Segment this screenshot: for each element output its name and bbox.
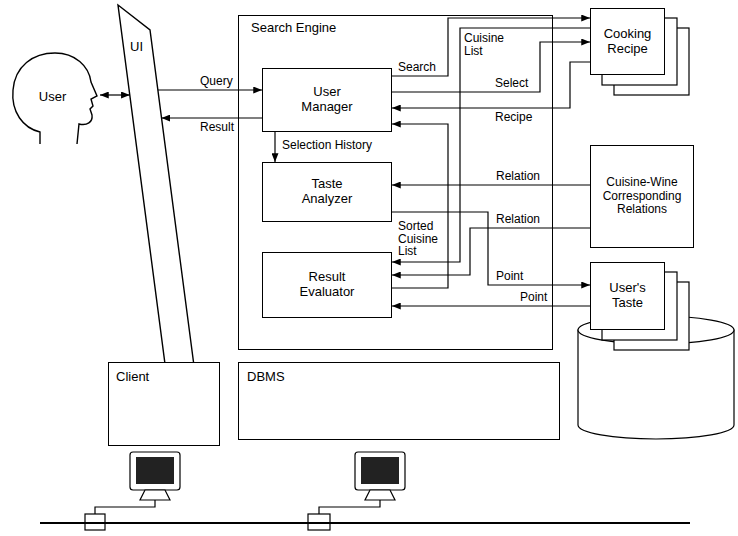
client-box: Client <box>108 362 220 446</box>
node-label: User's Taste <box>597 281 659 310</box>
connector-arrow <box>162 117 262 118</box>
node-label: DBMS <box>247 370 285 385</box>
edge-label: Recipe <box>495 111 532 124</box>
edge-label: Point <box>520 291 547 304</box>
edge-label: Selection History <box>282 139 372 152</box>
process-box: Result Evaluator <box>262 252 392 318</box>
connector-arrow <box>158 89 262 90</box>
connector-arrow <box>392 62 590 108</box>
connector-arrow <box>392 28 590 262</box>
monitor-stand <box>140 490 170 500</box>
node-label: Taste Analyzer <box>292 177 362 206</box>
process-box: Taste Analyzer <box>262 162 392 222</box>
node-label: UI <box>130 40 143 55</box>
node-label: User Manager <box>287 85 367 114</box>
user-head: User <box>5 50 100 145</box>
dbms-box: DBMS <box>238 362 560 440</box>
network-wire <box>319 500 380 514</box>
edge-label: Search <box>398 61 436 74</box>
node-label: Cuisine-Wine Corresponding Relations <box>595 176 689 216</box>
monitor <box>355 452 405 490</box>
monitor-stand <box>365 490 395 500</box>
edge-label: Cuisine List <box>464 32 512 57</box>
process-box: User Manager <box>262 68 392 132</box>
node-label: Client <box>116 370 149 385</box>
screen <box>361 457 399 484</box>
edge-label: Relation <box>496 170 540 183</box>
connector-arrow <box>392 18 590 76</box>
screen <box>136 457 174 484</box>
connector-arrow <box>274 132 275 162</box>
node-label: Search Engine <box>251 21 336 36</box>
edge-label: Select <box>495 77 528 90</box>
connector-arrow <box>392 305 590 306</box>
edge-label: Query <box>200 75 233 88</box>
node-label: Result Evaluator <box>292 270 362 299</box>
document-stack: Cooking Recipe <box>590 8 665 75</box>
network-bus <box>40 522 690 524</box>
document: Cuisine-Wine Corresponding Relations <box>590 145 694 248</box>
edge-label: Relation <box>496 213 540 226</box>
network-wire <box>95 500 155 514</box>
monitor <box>130 452 180 490</box>
edge-label: Sorted Cuisine List <box>398 220 444 258</box>
connector-arrow <box>392 184 590 185</box>
edge-label: Result <box>200 121 234 134</box>
edge-label: Point <box>496 270 523 283</box>
node-label: Cooking Recipe <box>597 27 659 56</box>
node-label: User <box>39 90 66 105</box>
head-profile <box>13 53 97 144</box>
connector-arrow <box>392 212 590 285</box>
document-stack: User's Taste <box>590 262 665 330</box>
connector-arrow <box>100 94 130 95</box>
connector-arrow <box>392 124 448 288</box>
